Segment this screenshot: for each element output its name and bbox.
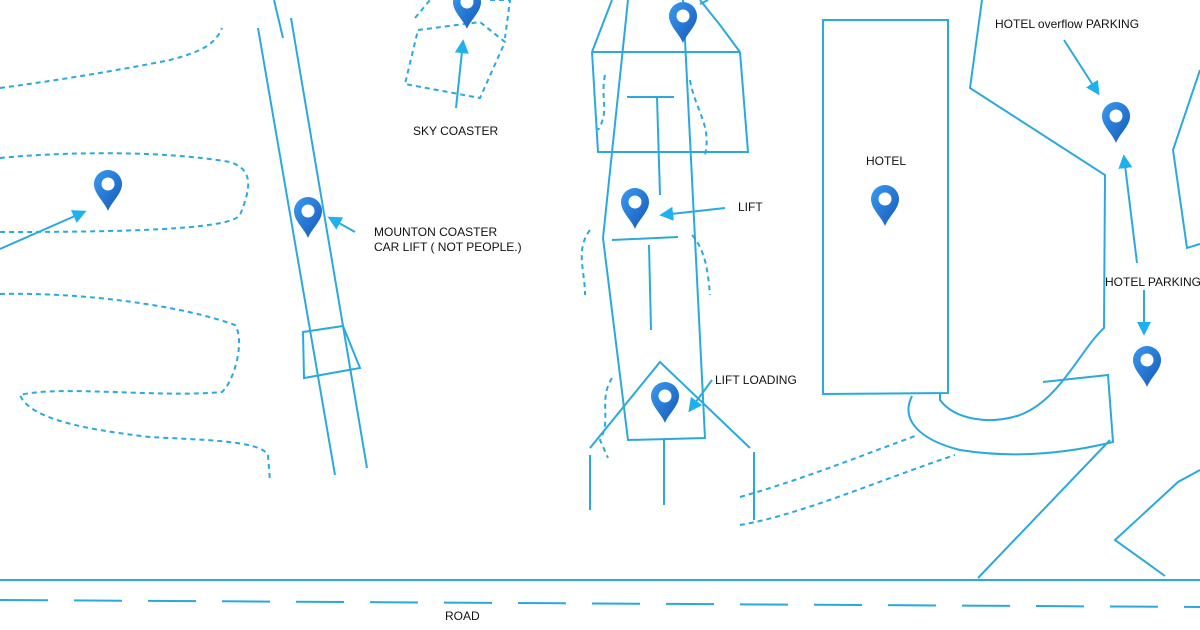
label-hotel: HOTEL <box>866 154 907 168</box>
map-pin-icon[interactable] <box>1102 102 1130 143</box>
map-pin-icon[interactable] <box>669 2 697 43</box>
trail <box>0 152 250 233</box>
road-edge <box>977 439 1200 579</box>
map-pin-icon[interactable] <box>651 382 679 423</box>
label-car-lift: CAR LIFT ( NOT PEOPLE.) <box>374 240 522 254</box>
coaster-rail <box>273 0 284 39</box>
sky-coaster-outline <box>414 0 512 39</box>
coaster-rail <box>290 17 368 469</box>
arrow-icon <box>688 379 713 413</box>
lift-line <box>611 96 679 331</box>
lift-top-roof <box>591 0 741 53</box>
label-mounton-coaster: MOUNTON COASTER <box>374 225 498 239</box>
lift-loading-roof <box>589 360 755 520</box>
label-sky-coaster: SKY COASTER <box>413 124 499 138</box>
hotel-driveway <box>907 373 1115 456</box>
arrow-icon <box>0 210 87 250</box>
label-road: ROAD <box>445 609 480 623</box>
hotel-building <box>822 19 949 396</box>
coaster-rail <box>257 27 336 476</box>
label-hotel-overflow-parking: HOTEL overflow PARKING <box>995 17 1140 31</box>
arrow-icon <box>327 216 356 233</box>
arrow-icon <box>454 39 469 109</box>
sky-coaster-outline <box>403 20 507 100</box>
map-pin-icon[interactable] <box>94 170 122 211</box>
label-lift: LIFT <box>738 200 763 214</box>
trail <box>739 435 956 526</box>
map-pin-icon[interactable] <box>1133 346 1161 387</box>
hotel-parking-lot <box>939 0 1107 421</box>
map-pin-icon[interactable] <box>871 185 899 226</box>
coaster-station <box>301 324 362 380</box>
map-pin-icon[interactable] <box>294 197 322 238</box>
lift-top-building <box>591 51 750 153</box>
road-centerline <box>0 599 1200 608</box>
lift-line <box>601 0 707 442</box>
arrow-icon <box>659 206 726 221</box>
arrow-icon <box>1063 39 1100 96</box>
map-pin-icon[interactable] <box>621 188 649 229</box>
trail <box>580 74 711 459</box>
arrow-icon <box>1118 154 1138 264</box>
label-lift-loading: LIFT LOADING <box>715 373 797 387</box>
trail <box>0 27 223 89</box>
trail <box>0 292 271 483</box>
road-edge <box>1171 69 1200 250</box>
label-hotel-parking: HOTEL PARKING <box>1105 275 1200 289</box>
arrow-icon <box>699 0 709 5</box>
